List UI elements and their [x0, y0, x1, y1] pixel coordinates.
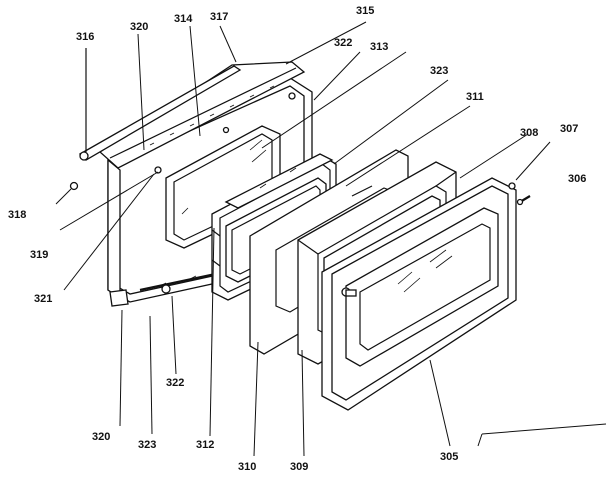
outer-door-frame-305 [321, 177, 517, 411]
label-314: 314 [174, 13, 193, 25]
label-312-bottom: 312 [196, 439, 214, 451]
label-313: 313 [370, 41, 388, 53]
label-323-top: 323 [430, 65, 448, 77]
label-309: 309 [290, 461, 308, 473]
label-310: 310 [238, 461, 256, 473]
label-305: 305 [440, 451, 458, 463]
label-318: 318 [8, 209, 26, 221]
screw-318 [55, 181, 79, 205]
label-322-top: 322 [334, 37, 352, 49]
label-319: 319 [30, 249, 48, 261]
screw-306 [516, 195, 531, 206]
page-mark [477, 423, 607, 447]
label-311: 311 [466, 91, 484, 103]
label-321: 321 [34, 293, 52, 305]
label-315: 315 [356, 5, 374, 17]
leader-lines [59, 21, 551, 457]
label-307: 307 [560, 123, 578, 135]
label-320-bottom: 320 [92, 431, 110, 443]
label-320-top: 320 [130, 21, 148, 33]
label-306: 306 [568, 173, 586, 185]
label-308: 308 [520, 127, 538, 139]
hinge-bar [78, 48, 242, 161]
label-316: 316 [76, 31, 94, 43]
label-323-bottom: 323 [138, 439, 156, 451]
label-317: 317 [210, 11, 228, 23]
part-labels: 316 320 314 317 315 322 313 323 311 308 … [8, 5, 586, 473]
label-322-bottom: 322 [166, 377, 184, 389]
